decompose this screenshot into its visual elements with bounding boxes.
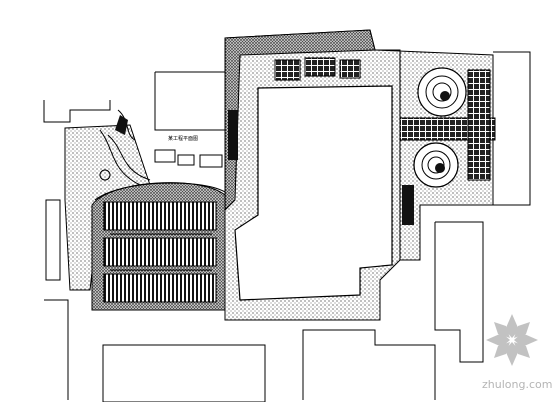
- building-label: 某工程平面图: [168, 135, 198, 142]
- flower-logo-icon: [486, 314, 538, 366]
- east-plaza: [374, 49, 496, 261]
- parking-lot: [91, 182, 226, 311]
- main-building-footprint: [234, 85, 393, 301]
- watermark-text: zhulong.com: [482, 378, 552, 391]
- surrounding-buildings: [43, 51, 531, 402]
